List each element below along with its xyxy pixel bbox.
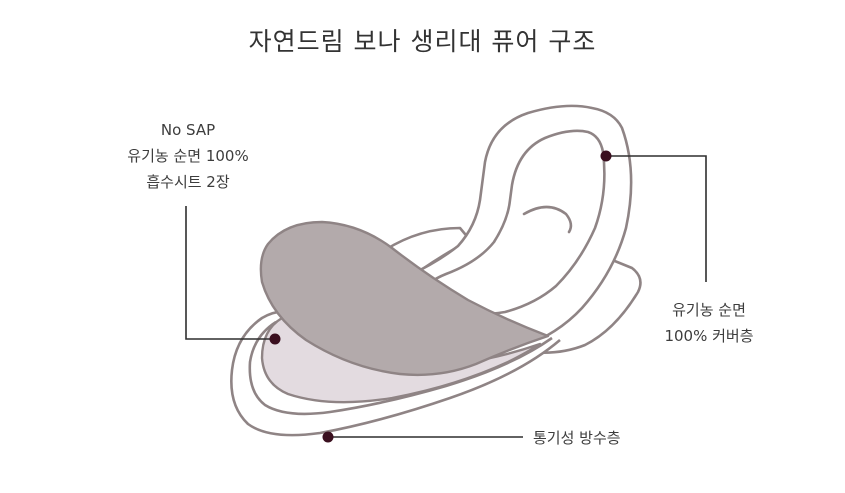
marker-dot-absorbent (269, 333, 281, 345)
leader-line-absorbent (185, 206, 274, 340)
label-cover-line1: 유기농 순면 (672, 301, 746, 319)
leader-line-cover (606, 155, 707, 282)
cover-layer-inner (422, 129, 606, 316)
page-title: 자연드림 보나 생리대 퓨어 구조 (248, 27, 597, 56)
label-cover-line2: 100% 커버층 (664, 327, 754, 345)
label-cover-layer: 유기농 순면 100% 커버층 (646, 297, 772, 349)
label-absorbent-sheet: No SAP 유기농 순면 100% 흡수시트 2장 (96, 117, 280, 195)
label-absorbent-line3: 흡수시트 2장 (146, 173, 230, 191)
label-backsheet-line1: 통기성 방수층 (533, 429, 621, 447)
label-absorbent-line1: No SAP (160, 121, 216, 139)
label-absorbent-line2: 유기농 순면 100% (127, 147, 249, 165)
label-backsheet: 통기성 방수층 (533, 425, 621, 451)
marker-dot-cover (600, 150, 612, 162)
absorbent-sheet (259, 220, 550, 377)
cover-groove (522, 205, 573, 234)
marker-dot-backsheet (322, 431, 334, 443)
